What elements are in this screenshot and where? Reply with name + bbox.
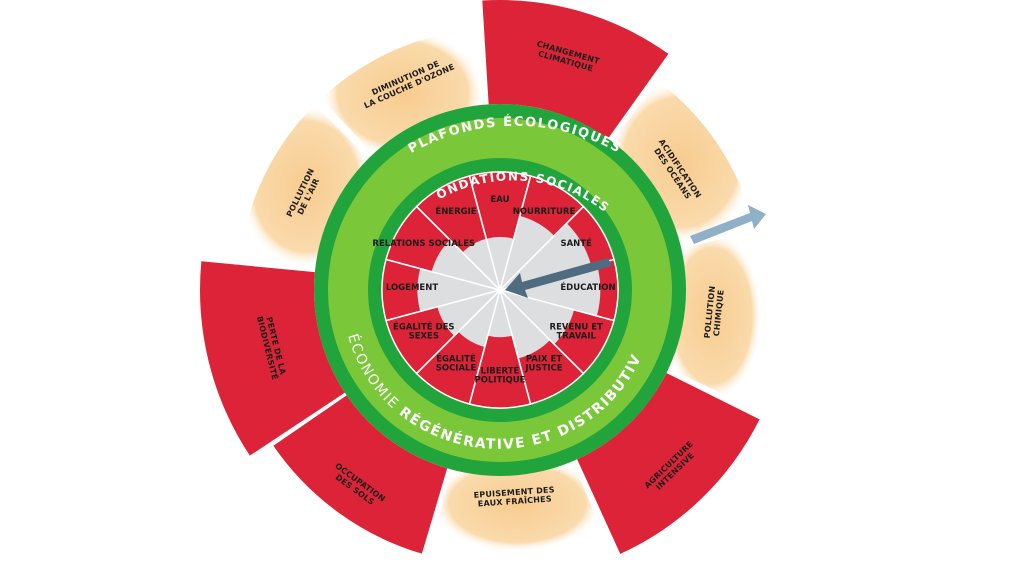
social-achievement-wedge — [417, 268, 500, 312]
ecological-ceiling-label: EPUISEMENT DESEAUX FRAÎCHES — [473, 485, 555, 509]
social-achievement-wedge — [486, 236, 514, 290]
ecological-overshoot-wedges — [199, 0, 760, 554]
social-segment-divider — [415, 175, 501, 291]
inward-arrow — [505, 258, 612, 298]
social-achievement-wedge — [500, 215, 555, 290]
overshoot-wedge — [273, 395, 448, 554]
safe-boundary-segment — [432, 455, 603, 552]
social-achievement-wedge — [431, 239, 500, 290]
inward-arrow-icon — [505, 258, 612, 298]
social-achievement-wedge — [487, 290, 513, 338]
social-achievement-wedge — [462, 238, 500, 290]
social-achievement-wedge — [437, 290, 500, 336]
overshoot-wedge — [482, 0, 669, 139]
social-foundation-wedges — [381, 171, 619, 409]
social-achievement-wedge — [500, 264, 601, 316]
social-foundation-label: NOURRITURE — [513, 207, 576, 217]
safe-boundary-segment — [321, 28, 485, 159]
outward-arrow-icon — [690, 205, 766, 244]
social-achievement-wedge — [500, 290, 551, 359]
social-foundation-label: EAU — [490, 195, 509, 205]
social-achievement-wedge — [500, 223, 592, 290]
social-foundation-label: SANTÉ — [560, 237, 592, 249]
social-achievement-wedge — [500, 290, 575, 345]
safe-boundary-segment — [608, 80, 754, 244]
overshoot-wedge — [199, 261, 345, 456]
social-foundation-label: ÉNERGIE — [435, 205, 476, 217]
safe-boundary-segment — [663, 231, 762, 401]
social-foundation-label: ÉDUCATION — [560, 281, 615, 293]
social-foundation-label: RELATIONS SOCIALES — [372, 239, 475, 249]
social-foundation-label: LOGEMENT — [386, 283, 439, 293]
social-achievement-wedge — [458, 290, 500, 347]
overshoot-wedge — [577, 372, 760, 554]
outward-arrow — [690, 205, 766, 244]
ecological-ceiling-label: POLLUTIONCHIMIQUE — [703, 285, 726, 339]
safe-boundary-segment — [239, 104, 373, 269]
